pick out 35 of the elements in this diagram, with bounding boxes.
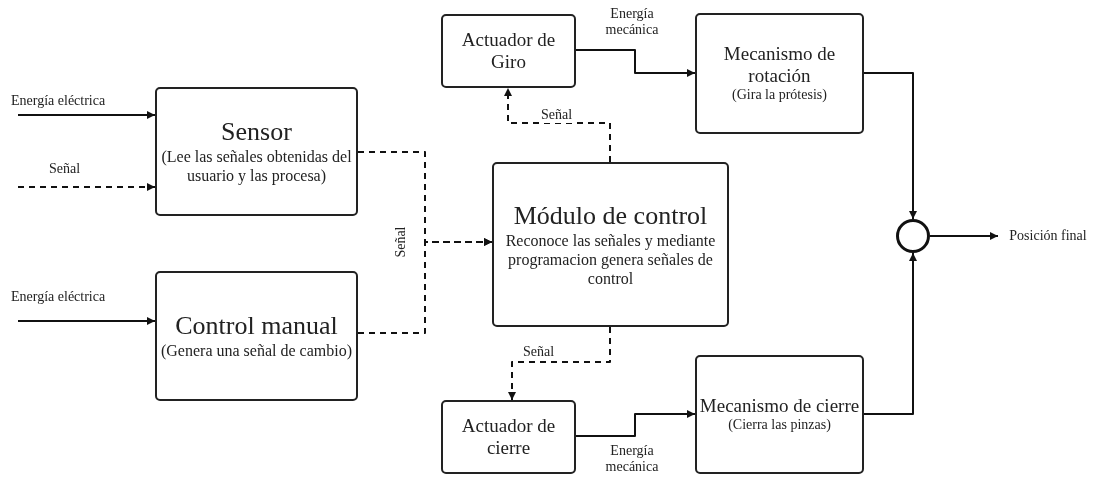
process-box [492,162,729,327]
box-description: (Cierra las pinzas) [728,417,831,434]
box-title: Sensor [221,117,292,148]
summing-circle [896,219,930,253]
arrow [929,232,999,240]
arrow [575,410,696,437]
box-description: (Genera una señal de cambio) [161,341,352,361]
arrow [17,111,156,119]
box-description: Reconoce las señales y mediante programacion genera señales de control [504,230,717,289]
box-title: Actuador de cierre [460,415,557,459]
box-title: Actuador de Giro [460,29,557,73]
dashed-arrow [357,238,493,334]
arrow [863,72,917,220]
box-title: Módulo de control [513,200,708,231]
edge-label: Energía eléctrica [10,289,107,306]
dashed-arrow [17,183,156,191]
arrow [17,317,156,325]
dashed-arrow [504,87,611,163]
box-title: Control manual [175,311,338,342]
box-description: (Gira la prótesis) [732,86,827,104]
process-box [155,271,358,401]
box-title: Mecanismo de rotación [722,43,837,87]
process-box [441,14,576,88]
process-box [441,400,576,474]
box-description: (Lee las señales obtenidas del usuario y las procesa) [160,147,353,186]
dashed-arrow [508,326,611,401]
box-title: Mecanismo de cierre [699,395,860,417]
output-label: Posición final [998,226,1098,246]
arrow [575,49,696,77]
edge-label: Energía eléctrica [10,93,107,110]
process-box [155,87,358,216]
arrow [863,252,917,415]
edge-label: Señal [540,107,574,124]
process-box [695,13,864,134]
process-box [695,355,864,474]
